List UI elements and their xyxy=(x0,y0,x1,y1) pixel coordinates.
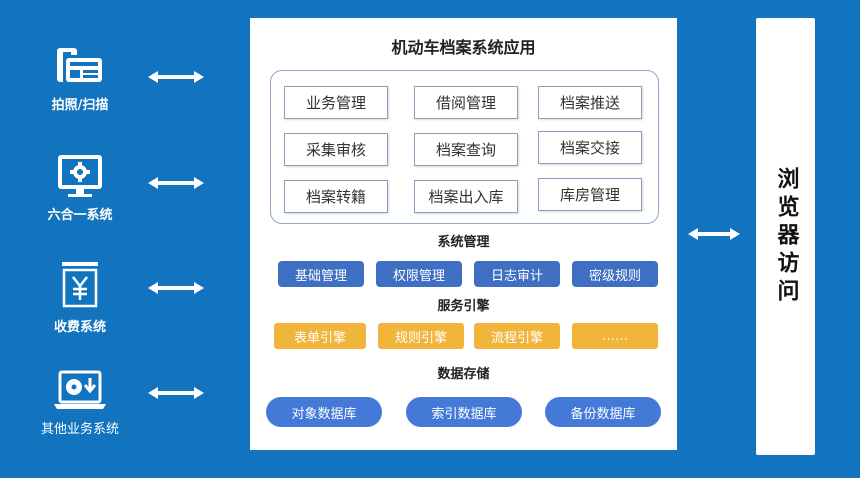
business-item: 档案交接 xyxy=(538,131,642,164)
source-label: 其他业务系统 xyxy=(40,422,119,437)
laptop-disc-icon xyxy=(54,370,106,409)
system-item: 密级规则 xyxy=(572,261,658,287)
storage-item: 索引数据库 xyxy=(406,397,522,427)
business-item: 档案推送 xyxy=(538,86,642,119)
double-arrow-icon xyxy=(148,71,204,83)
yuan-receipt-icon xyxy=(62,262,98,308)
engine-item: 表单引擎 xyxy=(274,323,366,349)
source-other: 其他业务系统 xyxy=(20,370,140,437)
business-item: 档案查询 xyxy=(414,133,518,166)
scanner-icon xyxy=(57,48,102,82)
business-frame xyxy=(270,70,659,224)
system-item: 权限管理 xyxy=(376,261,462,287)
business-item: 业务管理 xyxy=(284,86,388,119)
system-item: 日志审计 xyxy=(474,261,560,287)
source-label: 拍照/扫描 xyxy=(51,98,109,113)
source-six-in-one: 六合一系统 xyxy=(20,152,140,223)
engine-item: 规则引擎 xyxy=(378,323,464,349)
double-arrow-icon xyxy=(688,228,740,240)
business-item: 库房管理 xyxy=(538,178,642,211)
business-item: 档案转籍 xyxy=(284,180,388,213)
storage-item: 对象数据库 xyxy=(266,397,382,427)
panel-title: 机动车档案系统应用 xyxy=(391,38,536,57)
storage-title: 数据存储 xyxy=(437,367,490,382)
business-item: 借阅管理 xyxy=(414,86,518,119)
business-item: 档案出入库 xyxy=(414,180,518,213)
source-charging: 收费系统 xyxy=(20,260,140,335)
source-label: 收费系统 xyxy=(53,320,106,335)
engine-title: 服务引擎 xyxy=(437,299,490,314)
double-arrow-icon xyxy=(148,387,204,399)
double-arrow-icon xyxy=(148,282,204,294)
business-item: 采集审核 xyxy=(284,133,388,166)
system-item: 基础管理 xyxy=(278,261,364,287)
source-label: 六合一系统 xyxy=(47,208,113,223)
engine-item: …… xyxy=(572,323,658,349)
monitor-gear-icon xyxy=(58,155,102,197)
double-arrow-icon xyxy=(148,177,204,189)
browser-label: 浏览器访问 xyxy=(773,166,799,307)
engine-item: 流程引擎 xyxy=(474,323,560,349)
storage-item: 备份数据库 xyxy=(545,397,661,427)
archive-system-panel: 机动车档案系统应用 业务管理 借阅管理 档案推送 采集审核 档案查询 档案交接 … xyxy=(250,18,677,450)
source-scan: 拍照/扫描 xyxy=(20,42,140,113)
browser-access: 浏览器访问 xyxy=(756,18,815,455)
system-title: 系统管理 xyxy=(437,235,490,250)
